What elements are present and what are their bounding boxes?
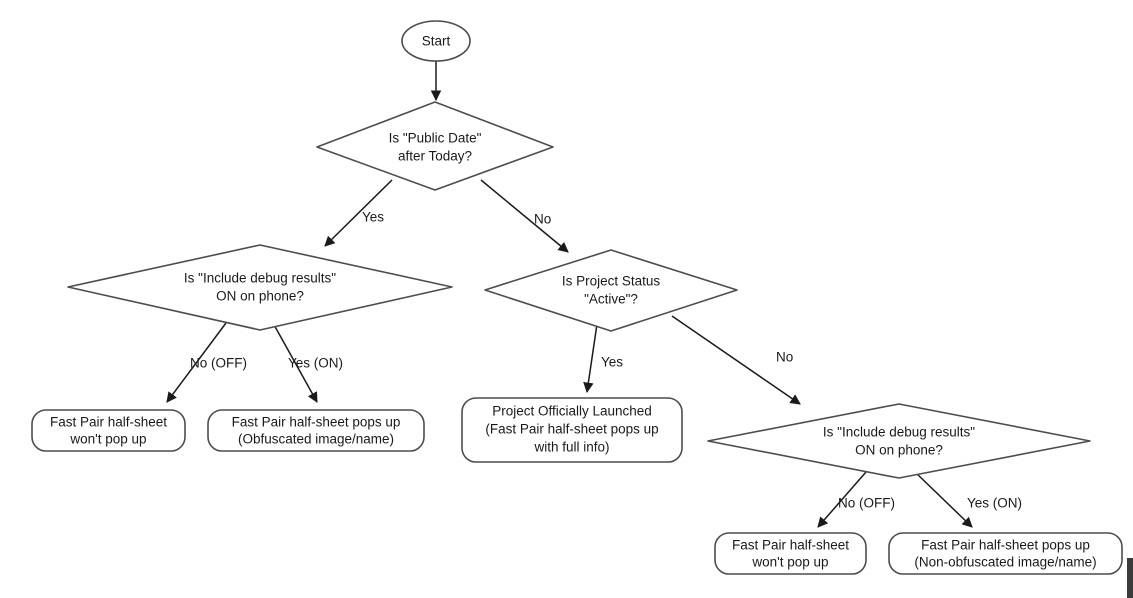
decision-debug-right-line2: ON on phone? [855, 443, 943, 458]
terminal-no-popup-left-line1: Fast Pair half-sheet [50, 415, 167, 430]
edge-project-status-yes: Yes [583, 323, 623, 394]
edge-label-project-status-no: No [776, 350, 793, 365]
node-decision-project-status[interactable]: Is Project Status "Active"? [484, 249, 738, 332]
edge-label-debug-right-on: Yes (ON) [967, 496, 1022, 511]
decision-project-status-line2: "Active"? [584, 292, 638, 307]
edge-label-public-date-no: No [534, 212, 551, 227]
edge-project-status-no: No [671, 315, 801, 405]
decision-project-status-line1: Is Project Status [562, 274, 661, 289]
decision-project-status-shape [484, 249, 738, 332]
terminal-no-popup-right-line1: Fast Pair half-sheet [732, 538, 849, 553]
terminal-launched-line1: Project Officially Launched [492, 404, 652, 419]
decision-debug-left-line2: ON on phone? [216, 289, 304, 304]
terminal-obfuscated-line2: (Obfuscated image/name) [238, 432, 394, 447]
start-ellipse-shape [401, 20, 471, 62]
decision-public-date-line1: Is "Public Date" [389, 131, 482, 146]
terminal-launched-line2: (Fast Pair half-sheet pops up [485, 422, 658, 437]
edge-debug-left-off: No (OFF) [166, 322, 247, 403]
node-terminal-launched[interactable]: Project Officially Launched (Fast Pair h… [461, 397, 683, 463]
terminal-no-popup-left-line2: won't pop up [69, 432, 146, 447]
decision-public-date-shape [316, 101, 554, 191]
terminal-non-obfuscated-line2: (Non-obfuscated image/name) [914, 555, 1096, 570]
edge-debug-right-on: Yes (ON) [914, 471, 1022, 528]
node-terminal-no-popup-left[interactable]: Fast Pair half-sheet won't pop up [31, 409, 186, 452]
terminal-launched-shape [461, 397, 683, 463]
terminal-non-obfuscated-shape [888, 532, 1123, 575]
edge-label-debug-right-off: No (OFF) [838, 496, 895, 511]
edge-label-debug-left-off: No (OFF) [190, 356, 247, 371]
terminal-obfuscated-shape [207, 409, 425, 452]
decision-debug-right-line1: Is "Include debug results" [823, 425, 975, 440]
edge-label-project-status-yes: Yes [601, 355, 623, 370]
scrollbar-thumb[interactable] [1127, 558, 1133, 598]
node-decision-debug-right[interactable]: Is "Include debug results" ON on phone? [707, 403, 1091, 479]
node-terminal-obfuscated[interactable]: Fast Pair half-sheet pops up (Obfuscated… [207, 409, 425, 452]
terminal-launched-line3: with full info) [533, 440, 609, 455]
decision-debug-right-shape [707, 403, 1091, 479]
decision-debug-left-shape [67, 244, 453, 331]
terminal-obfuscated-line1: Fast Pair half-sheet pops up [232, 415, 401, 430]
node-terminal-no-popup-right[interactable]: Fast Pair half-sheet won't pop up [714, 532, 867, 575]
node-decision-public-date[interactable]: Is "Public Date" after Today? [316, 101, 554, 191]
edge-debug-left-on: Yes (ON) [272, 322, 343, 403]
terminal-non-obfuscated-line1: Fast Pair half-sheet pops up [921, 538, 1090, 553]
node-start[interactable]: Start [401, 20, 471, 62]
terminal-no-popup-right-line2: won't pop up [751, 555, 828, 570]
node-start-label: Start [422, 34, 451, 49]
edge-public-date-yes: Yes [324, 179, 393, 247]
decision-debug-left-line1: Is "Include debug results" [184, 271, 336, 286]
edge-debug-right-off: No (OFF) [817, 471, 895, 528]
terminal-no-popup-left-shape [31, 409, 186, 452]
terminal-no-popup-right-shape [714, 532, 867, 575]
node-decision-debug-left[interactable]: Is "Include debug results" ON on phone? [67, 244, 453, 331]
edge-label-public-date-yes: Yes [362, 210, 384, 225]
edge-public-date-no: No [480, 179, 569, 253]
decision-public-date-line2: after Today? [398, 149, 472, 164]
edge-label-debug-left-on: Yes (ON) [288, 356, 343, 371]
node-terminal-non-obfuscated[interactable]: Fast Pair half-sheet pops up (Non-obfusc… [888, 532, 1123, 575]
